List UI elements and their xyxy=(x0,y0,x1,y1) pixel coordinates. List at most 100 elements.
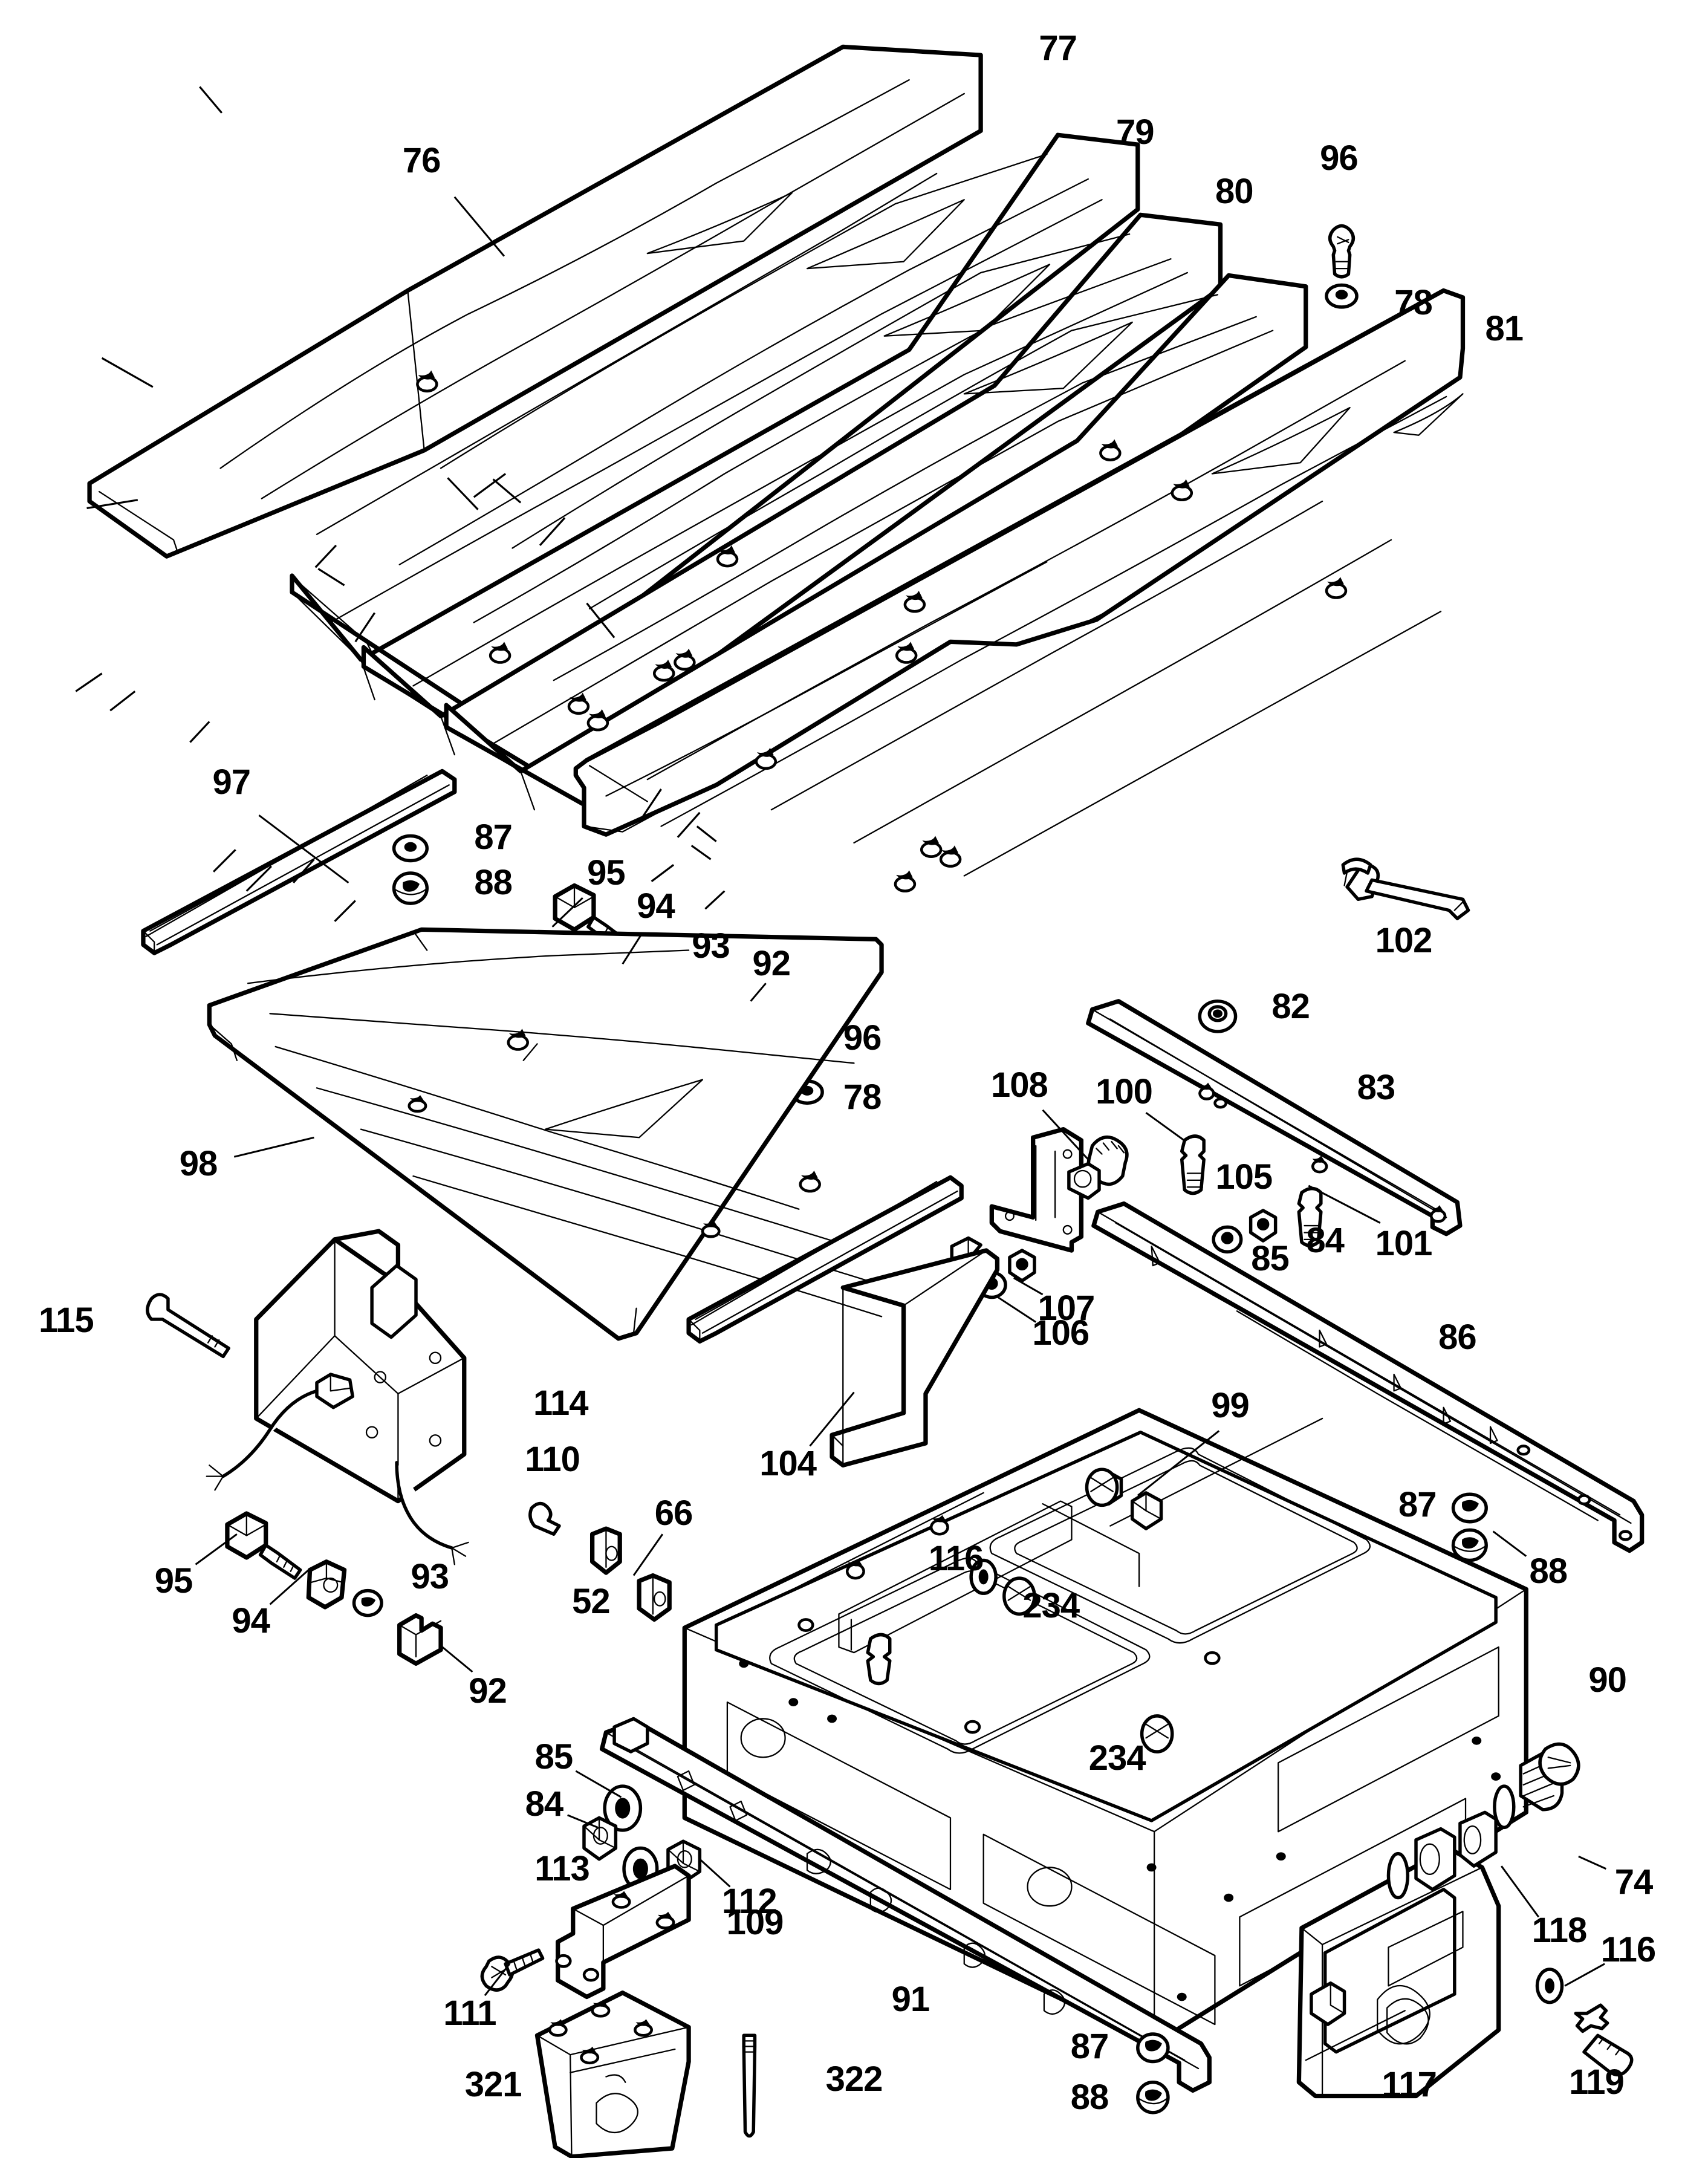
callout-label-106: 106 xyxy=(1032,1313,1089,1353)
part-knurled-knob xyxy=(1067,1136,1129,1200)
callout-label-74: 74 xyxy=(1614,1862,1654,1902)
part-111-screw xyxy=(480,1948,545,1992)
callout-label-87: 87 xyxy=(1398,1485,1437,1525)
callout-label-85: 85 xyxy=(1251,1238,1290,1278)
part-78-washer-top xyxy=(1325,283,1359,309)
part-93-nut-b xyxy=(352,1588,383,1617)
callout-label-234: 234 xyxy=(1088,1738,1146,1778)
callout-label-109: 109 xyxy=(726,1902,784,1942)
callout-label-88: 88 xyxy=(1529,1551,1568,1591)
callout-label-82: 82 xyxy=(1271,986,1310,1026)
callout-label-84: 84 xyxy=(525,1784,564,1824)
callout-label-104: 104 xyxy=(759,1444,817,1484)
part-87-washer-a xyxy=(392,834,429,863)
part-99-nut xyxy=(1130,1491,1163,1530)
callout-label-234: 234 xyxy=(1022,1585,1080,1625)
part-115-bolt xyxy=(146,1293,230,1359)
callout-label-110: 110 xyxy=(525,1440,580,1480)
callout-label-95: 95 xyxy=(154,1561,193,1601)
part-98-shelf-board xyxy=(207,927,884,1341)
callout-label-117: 117 xyxy=(1382,2065,1437,2105)
callout-label-107: 107 xyxy=(1037,1288,1095,1328)
part-97-rail-b xyxy=(686,1175,964,1344)
callout-label-93: 93 xyxy=(692,926,730,966)
part-94-clip-b xyxy=(306,1559,347,1610)
callout-label-108: 108 xyxy=(990,1065,1048,1105)
part-91-front-rail xyxy=(599,1717,1212,2093)
callout-label-101: 101 xyxy=(1375,1223,1433,1263)
part-88-nut-b xyxy=(1451,1528,1488,1562)
callout-label-90: 90 xyxy=(1588,1660,1627,1700)
callout-label-99: 99 xyxy=(1211,1386,1250,1426)
part-95-knob-b xyxy=(225,1511,302,1580)
callout-label-115: 115 xyxy=(39,1301,94,1341)
callout-label-91: 91 xyxy=(891,1980,930,2020)
part-88-nut-c xyxy=(1136,2080,1170,2114)
callout-label-78: 78 xyxy=(1394,283,1433,323)
part-322-long-bolt xyxy=(742,2033,757,2138)
callout-label-80: 80 xyxy=(1215,171,1254,211)
part-83-rail xyxy=(1086,999,1463,1237)
callout-label-92: 92 xyxy=(752,944,791,984)
callout-label-112: 112 xyxy=(722,1882,778,1922)
part-102-wrench xyxy=(1341,857,1470,920)
part-81-tabletop xyxy=(573,288,1466,892)
callout-label-98: 98 xyxy=(179,1143,218,1183)
callout-label-119: 119 xyxy=(1569,2062,1625,2102)
part-87-washer-c xyxy=(1136,2032,1170,2064)
part-86-rail xyxy=(1091,1201,1645,1553)
callout-label-94: 94 xyxy=(637,886,675,926)
callout-label-85: 85 xyxy=(534,1737,574,1777)
callout-label-93: 93 xyxy=(411,1556,450,1596)
callout-label-111: 111 xyxy=(443,1993,496,2033)
callout-label-116: 116 xyxy=(928,1539,984,1579)
callout-label-114: 114 xyxy=(533,1383,589,1423)
part-119-bolt xyxy=(1574,2003,1634,2077)
part-82-nut xyxy=(1198,999,1238,1033)
part-96-screw-top xyxy=(1328,224,1356,279)
part-321-leg xyxy=(534,1991,691,2158)
part-100-bolt xyxy=(1180,1134,1206,1195)
part-87-washer-b xyxy=(1451,1492,1488,1524)
callout-label-96: 96 xyxy=(843,1018,882,1058)
part-108-bracket xyxy=(989,1126,1084,1253)
callout-label-52: 52 xyxy=(572,1581,611,1621)
callout-label-86: 86 xyxy=(1438,1317,1477,1357)
callout-label-95: 95 xyxy=(587,853,626,892)
callout-label-105: 105 xyxy=(1215,1157,1273,1197)
part-234-nut-c xyxy=(1085,1467,1119,1507)
part-114-motor xyxy=(206,1229,469,1565)
callout-label-88: 88 xyxy=(474,862,513,902)
callout-label-113: 113 xyxy=(534,1848,590,1888)
callout-label-92: 92 xyxy=(469,1671,507,1711)
part-77-slat xyxy=(290,132,1140,721)
part-74-bearing-stack xyxy=(1386,1742,1580,1900)
callout-label-96: 96 xyxy=(1320,138,1359,178)
part-104-plate xyxy=(830,1248,1000,1468)
part-92-clamp-b xyxy=(397,1613,443,1666)
callout-label-322: 322 xyxy=(825,2059,883,2099)
part-234-nut-b xyxy=(1140,1714,1174,1753)
part-76-slat xyxy=(87,44,983,559)
part-85-washer-a xyxy=(1212,1225,1243,1254)
callout-label-88: 88 xyxy=(1070,2077,1109,2117)
callout-label-118: 118 xyxy=(1531,1911,1588,1951)
callout-label-94: 94 xyxy=(232,1601,270,1640)
callout-label-84: 84 xyxy=(1306,1221,1345,1261)
part-234-nut-a xyxy=(1002,1576,1036,1616)
part-screw-left-inner xyxy=(866,1633,892,1686)
callout-label-87: 87 xyxy=(1070,2026,1109,2066)
callout-label-81: 81 xyxy=(1485,309,1524,349)
part-116-washer-a xyxy=(969,1558,998,1595)
part-117-motor-cover xyxy=(1296,1845,1501,2099)
callout-label-79: 79 xyxy=(1115,112,1155,152)
callout-label-66: 66 xyxy=(654,1493,693,1533)
part-116-washer-b xyxy=(1535,1968,1564,2004)
callout-label-97: 97 xyxy=(212,762,251,802)
part-52-clip xyxy=(589,1526,622,1575)
part-80-slat xyxy=(444,273,1308,829)
part-88-nut-a xyxy=(392,871,429,905)
callout-label-77: 77 xyxy=(1039,28,1077,68)
callout-label-116: 116 xyxy=(1600,1930,1657,1970)
